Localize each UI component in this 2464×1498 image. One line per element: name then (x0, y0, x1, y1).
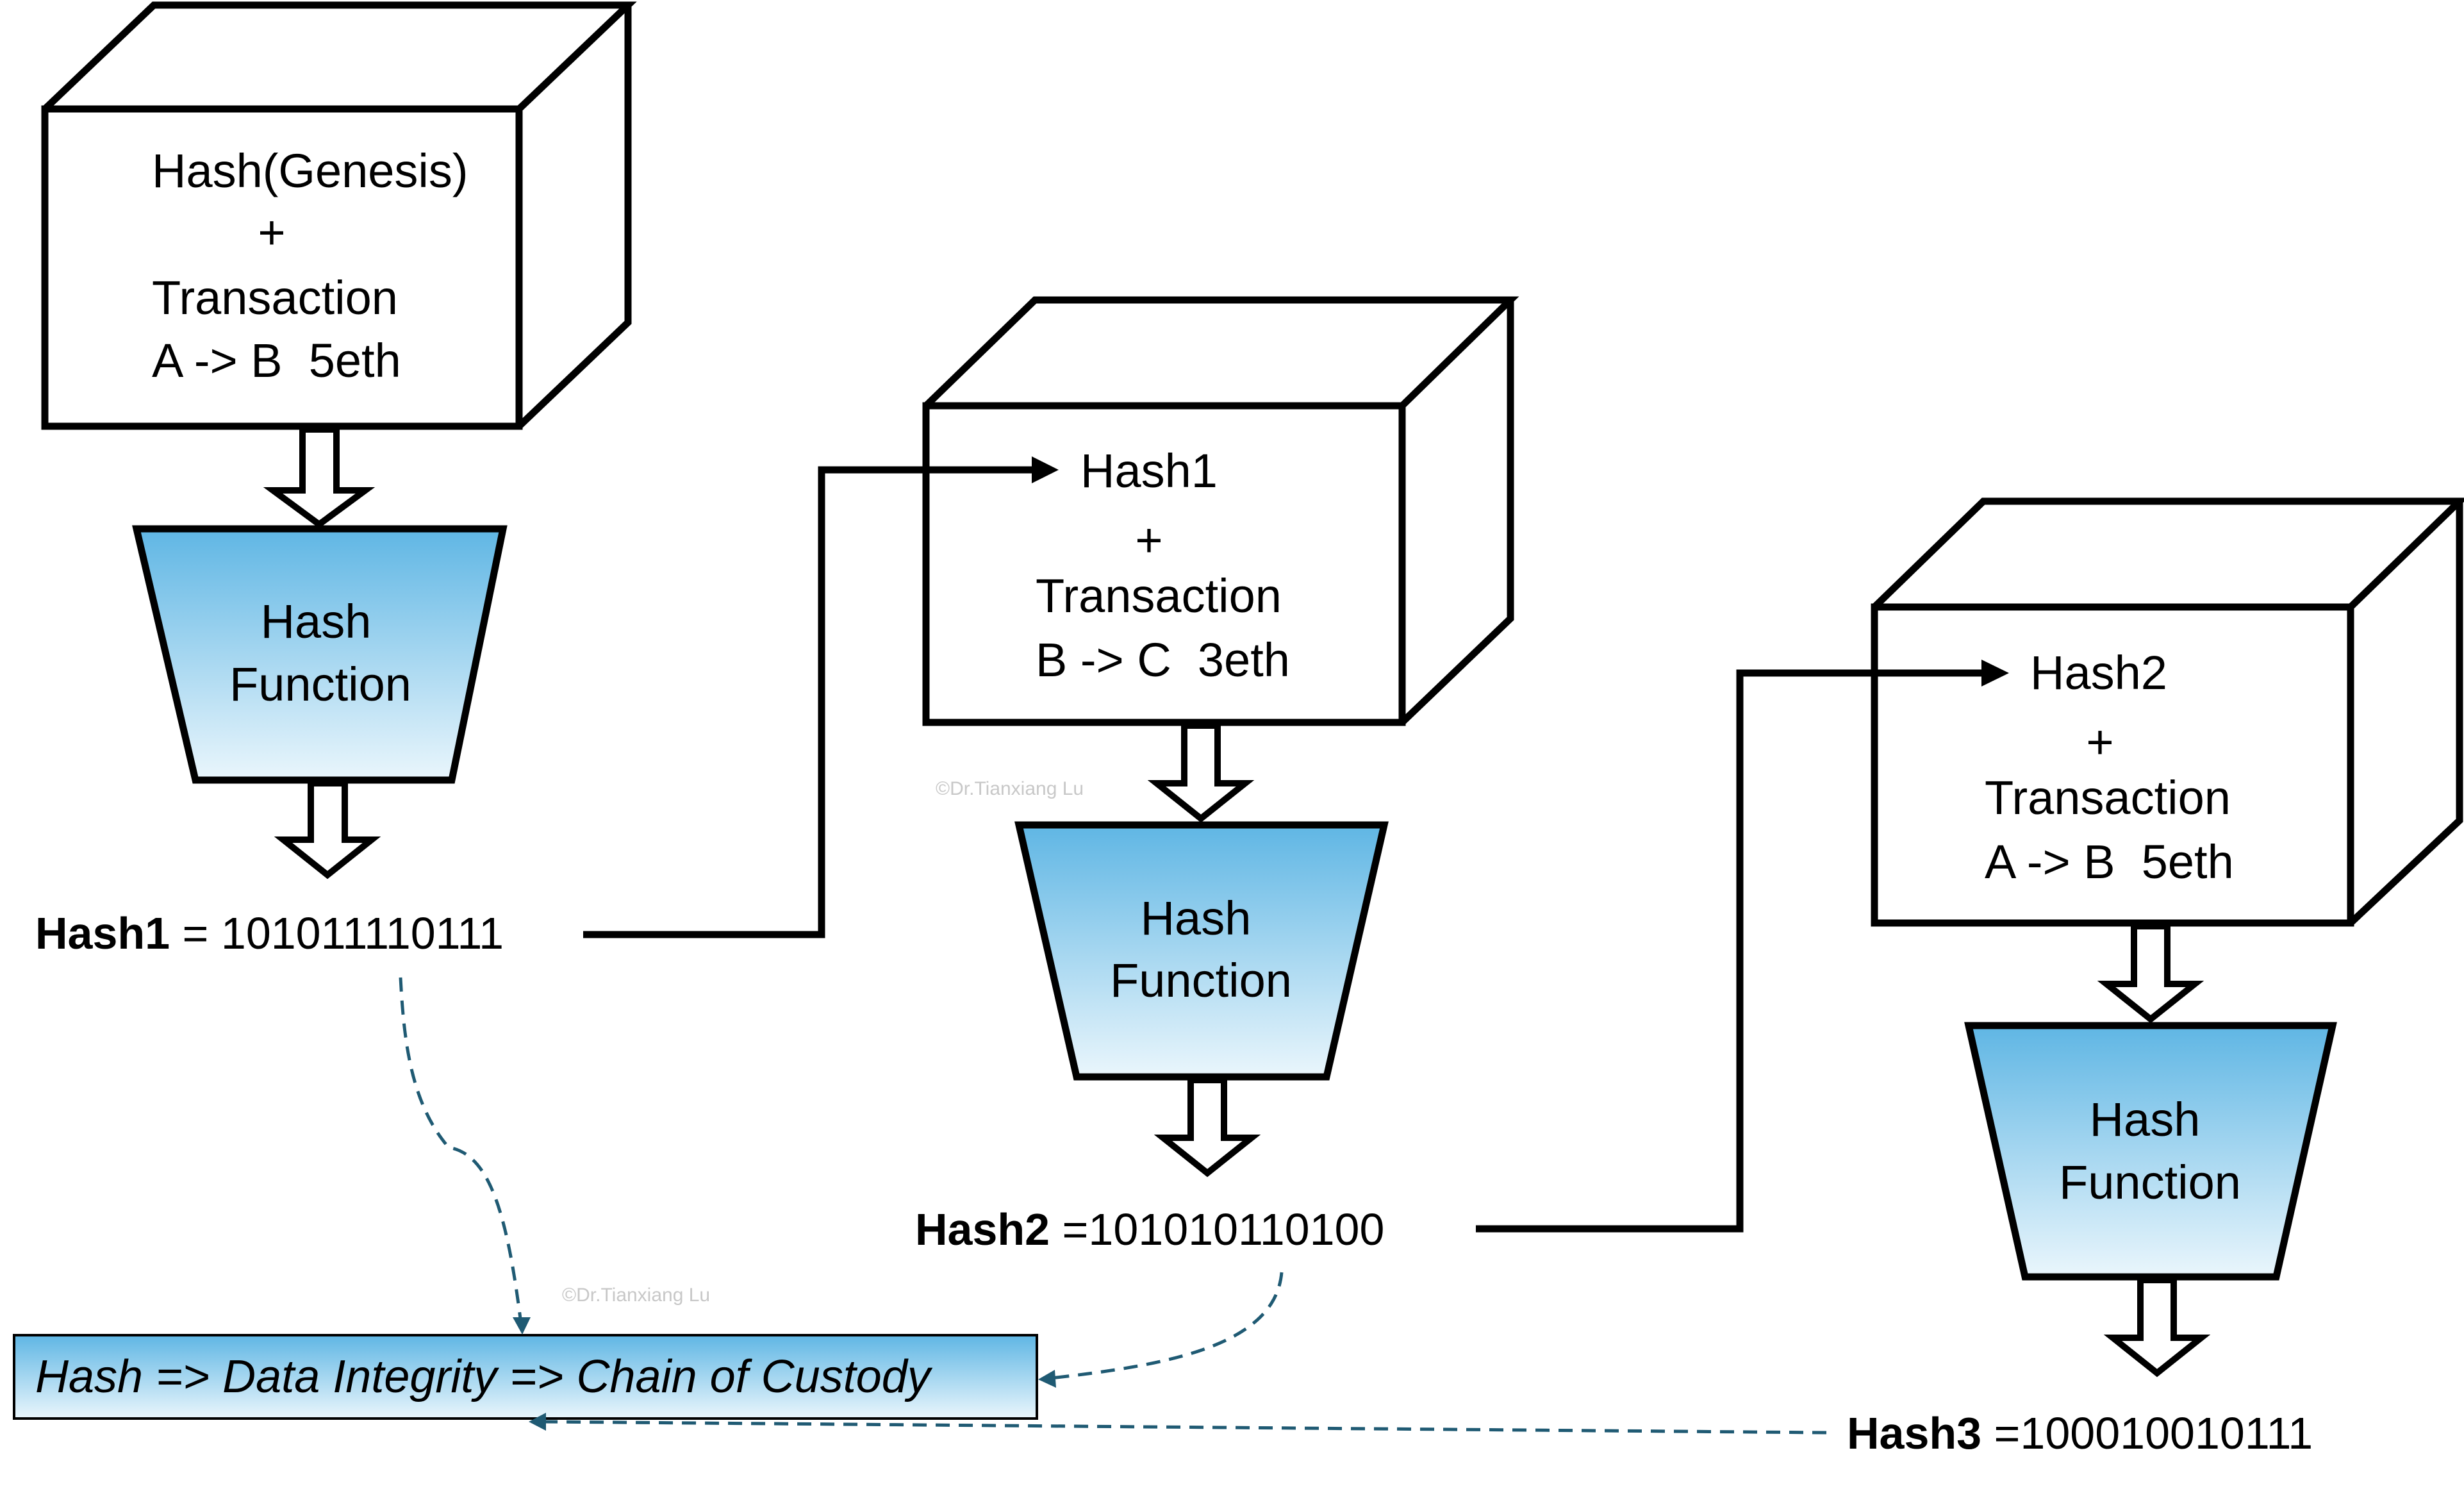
hash-function-3-funnel (1964, 1022, 2337, 1281)
hash2-output: Hash2 =101010110100 (915, 1204, 1384, 1254)
block-3-cube (1871, 497, 2464, 927)
hash-function-1-line1: Hash (261, 595, 372, 648)
hash2-output-name: Hash2 (915, 1204, 1050, 1254)
block-2-line1: Hash1 (1080, 444, 1218, 497)
dashed-link-hash1 (399, 977, 523, 1324)
hash-function-2-funnel (1014, 821, 1389, 1081)
hash-function-3-line1: Hash (2090, 1093, 2201, 1146)
hash-function-1: Hash Function (132, 525, 508, 784)
dashed-link-hash3-head (529, 1413, 546, 1431)
block-3: Hash2 + Transaction A -> B 5eth (1871, 497, 2464, 927)
hash-function-3-line2: Function (2059, 1156, 2241, 1209)
down-arrow-2a (1147, 722, 1255, 823)
caption-box: Hash => Data Integrity => Chain of Custo… (13, 1334, 1038, 1420)
block-1-cube (41, 1, 637, 430)
block-1: Hash(Genesis) + Transaction A -> B 5eth (41, 1, 637, 430)
dashed-link-hash2-head (1038, 1370, 1056, 1388)
hash-function-1-line2: Function (229, 658, 411, 711)
block-2-line3: B -> C 3eth (1036, 633, 1290, 687)
down-arrow-1b (274, 780, 381, 879)
watermark-1: ©Dr.Tianxiang Lu (936, 778, 1084, 799)
hash-function-2: Hash Function (1014, 821, 1389, 1081)
connector-hash1-arrowhead (1032, 456, 1059, 483)
hash-function-3: Hash Function (1964, 1022, 2337, 1281)
block-2-cube (922, 296, 1519, 726)
caption-box-rect (13, 1334, 1038, 1420)
connector-hash2-to-block3 (1476, 669, 1988, 1233)
block-3-line2: Transaction (1985, 771, 2231, 824)
hash1-output-value: = 101011110111 (170, 908, 504, 958)
block-3-line3: A -> B 5eth (1985, 835, 2234, 888)
dashed-link-hash2 (1050, 1272, 1284, 1380)
block-2-plus: + (1135, 513, 1162, 567)
dashed-link-hash1-head (513, 1317, 531, 1335)
hash1-output-name: Hash1 (35, 908, 170, 958)
down-arrow-3a (2097, 923, 2204, 1024)
hash3-output: Hash3 =100010010111 (1847, 1408, 2313, 1458)
hash2-output-value: =101010110100 (1050, 1204, 1384, 1254)
block-2: Hash1 + Transaction B -> C 3eth (922, 296, 1519, 726)
hash3-output-value: =100010010111 (1981, 1408, 2313, 1458)
block-1-line2: Transaction (152, 271, 398, 324)
hash1-output: Hash1 = 101011110111 (35, 908, 504, 958)
block-3-plus: + (2086, 715, 2113, 769)
block-3-line1: Hash2 (2030, 646, 2167, 699)
hash-function-2-line1: Hash (1141, 892, 1252, 945)
watermark-2: ©Dr.Tianxiang Lu (562, 1285, 710, 1306)
dashed-link-hash3 (544, 1420, 1827, 1435)
down-arrow-3b (2103, 1277, 2211, 1377)
hash-function-2-line2: Function (1110, 954, 1292, 1007)
hash3-output-name: Hash3 (1847, 1408, 1981, 1458)
block-1-line1: Hash(Genesis) (152, 144, 468, 197)
hash-function-1-funnel (132, 525, 508, 784)
block-1-line3: A -> B 5eth (152, 334, 401, 387)
connector-hash2-arrowhead (1981, 660, 2009, 687)
connector-hash1-to-block2 (583, 466, 1038, 938)
down-arrow-1a (263, 426, 376, 529)
block-2-line2: Transaction (1036, 569, 1282, 622)
block-1-plus: + (258, 206, 285, 259)
caption-text: Hash => Data Integrity => Chain of Custo… (35, 1351, 933, 1402)
down-arrow-2b (1153, 1077, 1261, 1178)
